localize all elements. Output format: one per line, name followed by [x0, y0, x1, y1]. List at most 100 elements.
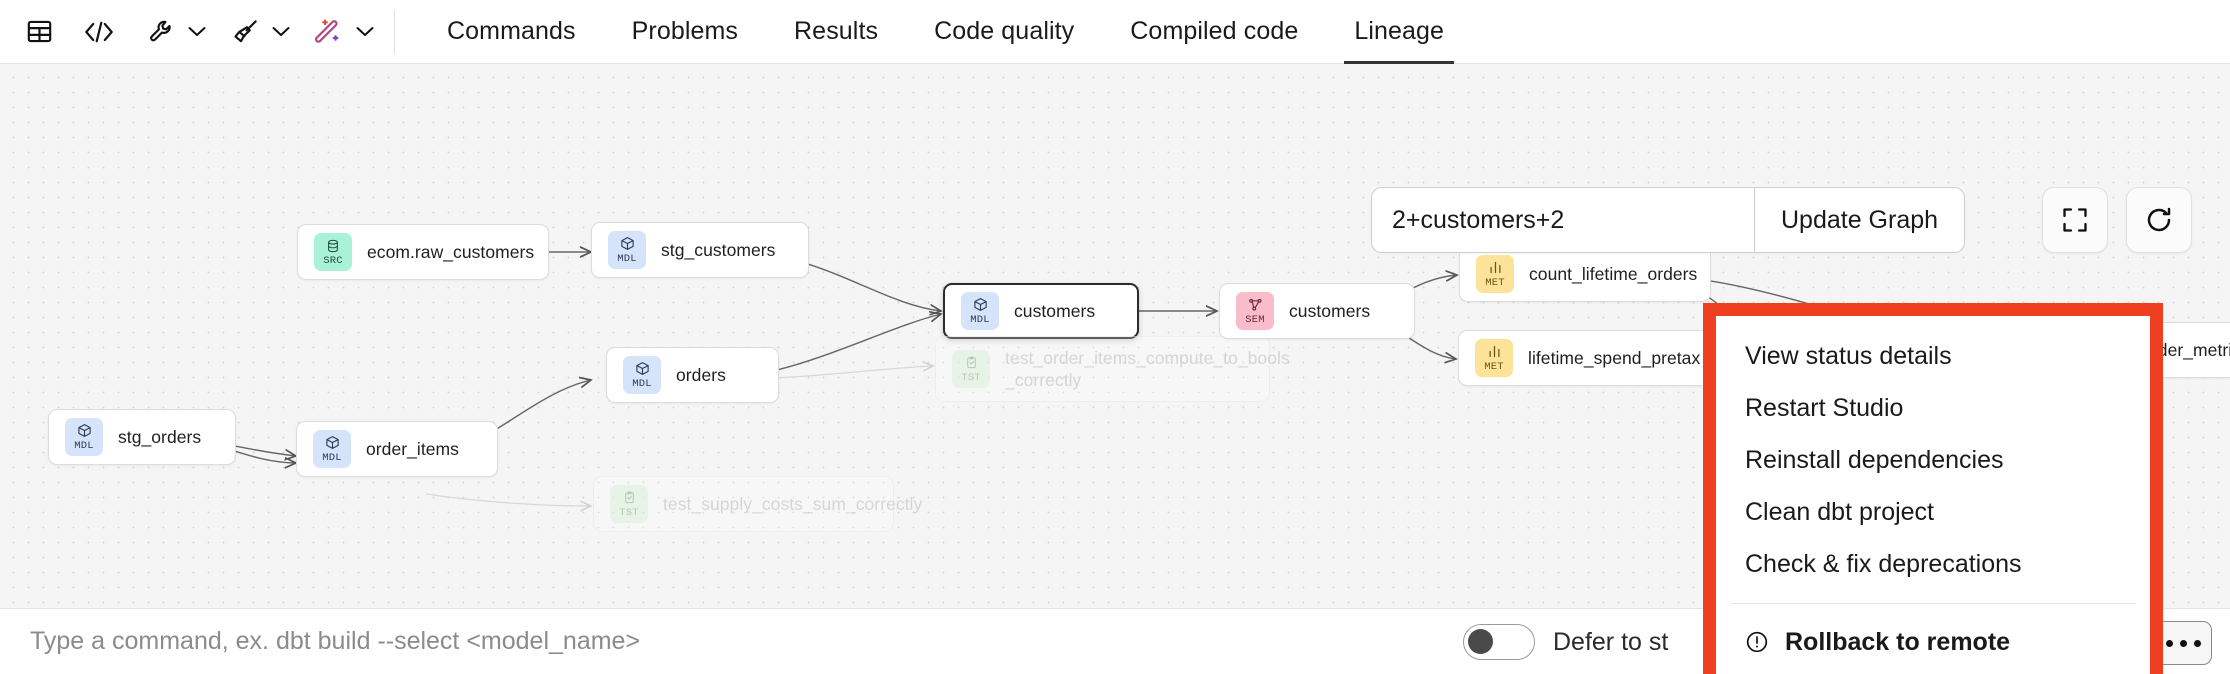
menu-separator	[1730, 603, 2136, 604]
lineage-node[interactable]: TST test_supply_costs_sum_correctly	[593, 476, 922, 532]
tab-commands[interactable]: Commands	[447, 17, 576, 45]
mdl-badge: MDL	[65, 418, 103, 456]
met-badge: MET	[1476, 255, 1514, 293]
node-type-label: MDL	[632, 377, 652, 390]
update-graph-button[interactable]: Update Graph	[1754, 188, 1964, 252]
toolbar-divider	[394, 9, 395, 54]
defer-toggle[interactable]	[1463, 624, 1535, 660]
node-type-label: MET	[1484, 360, 1504, 373]
chevron-down-icon[interactable]	[266, 11, 296, 53]
warning-icon	[1745, 630, 1769, 654]
mdl-type-icon	[973, 297, 988, 313]
node-label: customers	[1289, 300, 1371, 321]
node-type-label: MDL	[617, 252, 637, 265]
lineage-node[interactable]: MDL stg_customers	[591, 222, 809, 278]
ellipsis-dot	[2179, 639, 2187, 647]
tab-code-quality[interactable]: Code quality	[934, 17, 1075, 45]
wrench-icon[interactable]	[140, 11, 182, 53]
menu-item-view-status-details[interactable]: View status details	[1716, 330, 2150, 382]
sem-type-icon	[1248, 297, 1263, 313]
mdl-badge: MDL	[313, 430, 351, 468]
ellipsis-dot	[2193, 639, 2201, 647]
tst-badge: TST	[610, 485, 648, 523]
node-label: stg_orders	[118, 426, 202, 447]
lineage-node[interactable]: SEM customers	[1219, 283, 1415, 339]
menu-item-clean-dbt-project[interactable]: Clean dbt project	[1716, 486, 2150, 538]
tool-icon-group	[0, 0, 419, 64]
node-label: test_order_items_compute_to_bools _corre…	[1005, 347, 1290, 390]
lineage-node[interactable]: TST test_order_items_compute_to_bools _co…	[935, 336, 1290, 402]
lineage-node[interactable]: SRC ecom.raw_customers	[297, 224, 549, 280]
node-type-label: SEM	[1245, 313, 1265, 326]
menu-item-reinstall-dependencies[interactable]: Reinstall dependencies	[1716, 434, 2150, 486]
tst-type-icon	[623, 490, 636, 506]
menu-item-label: Reinstall dependencies	[1745, 445, 2004, 474]
tools-menu[interactable]	[140, 11, 212, 53]
node-label: order_items	[366, 438, 459, 459]
node-type-label: MDL	[74, 439, 94, 452]
node-selector-bar[interactable]: Update Graph	[1371, 187, 1966, 253]
tab-lineage[interactable]: Lineage	[1326, 0, 1472, 64]
src-badge: SRC	[314, 233, 352, 271]
magic-wand-icon[interactable]	[308, 11, 350, 53]
mdl-type-icon	[325, 435, 340, 451]
toggle-knob	[1468, 629, 1493, 654]
table-icon[interactable]	[18, 11, 60, 53]
node-label: stg_customers	[661, 239, 776, 260]
chevron-down-icon[interactable]	[350, 11, 380, 53]
mdl-type-icon	[77, 423, 92, 439]
node-label: orders	[676, 364, 726, 385]
mdl-badge: MDL	[961, 292, 999, 330]
lineage-node[interactable]: MDL customers	[943, 283, 1139, 339]
menu-item-label: Check & fix deprecations	[1745, 549, 2022, 578]
fit-view-button[interactable]	[2042, 187, 2108, 253]
lineage-node[interactable]: MDL orders	[606, 347, 779, 403]
defer-label: Defer to st	[1553, 627, 1669, 656]
node-label: ecom.raw_customers	[367, 241, 535, 262]
refresh-graph-button[interactable]	[2126, 187, 2192, 253]
node-type-label: MDL	[322, 451, 342, 464]
tab-compiled-code[interactable]: Compiled code	[1130, 17, 1299, 45]
mdl-type-icon	[620, 236, 635, 252]
node-type-label: TST	[619, 506, 639, 519]
mdl-badge: MDL	[623, 356, 661, 394]
tab-results[interactable]: Results	[794, 17, 879, 45]
node-label: count_lifetime_orders	[1529, 263, 1698, 284]
chevron-down-icon[interactable]	[182, 11, 212, 53]
broom-icon[interactable]	[224, 11, 266, 53]
defer-control: Defer to st	[1463, 609, 1668, 674]
node-label: lifetime_spend_pretax	[1528, 347, 1701, 368]
graph-select-input[interactable]	[1372, 188, 1754, 252]
lineage-node[interactable]: MET lifetime_spend_pretax	[1458, 330, 1712, 386]
menu-item-rollback-to-remote[interactable]: Rollback to remote	[1716, 616, 2150, 668]
more-actions-button[interactable]	[2154, 621, 2212, 665]
ai-menu[interactable]	[308, 11, 380, 53]
met-type-icon	[1487, 344, 1502, 360]
menu-item-label: Restart Studio	[1745, 393, 1904, 422]
top-toolbar: Commands Problems Results Code quality Compi…	[0, 0, 2230, 64]
menu-item-check-fix-deprecations[interactable]: Check & fix deprecations	[1716, 538, 2150, 590]
met-badge: MET	[1475, 339, 1513, 377]
tab-problems[interactable]: Problems	[631, 17, 739, 45]
menu-item-restart-studio[interactable]: Restart Studio	[1716, 382, 2150, 434]
clean-menu[interactable]	[224, 11, 296, 53]
node-label: customers	[1014, 300, 1096, 321]
menu-item-label: View status details	[1745, 341, 1952, 370]
menu-item-label: Rollback to remote	[1785, 627, 2011, 656]
tst-type-icon	[965, 355, 978, 371]
node-type-label: MDL	[970, 313, 990, 326]
node-type-label: SRC	[323, 254, 343, 267]
met-type-icon	[1488, 260, 1503, 276]
code-icon[interactable]	[78, 11, 120, 53]
lineage-node[interactable]: MDL order_items	[296, 421, 498, 477]
mdl-type-icon	[635, 361, 650, 377]
src-type-icon	[326, 238, 340, 254]
lineage-node[interactable]: MDL stg_orders	[48, 409, 236, 465]
lineage-node[interactable]: MET count_lifetime_orders	[1459, 246, 1711, 302]
node-label: test_supply_costs_sum_correctly	[663, 493, 923, 514]
sem-badge: SEM	[1236, 292, 1274, 330]
tst-badge: TST	[952, 350, 990, 388]
mdl-badge: MDL	[608, 231, 646, 269]
